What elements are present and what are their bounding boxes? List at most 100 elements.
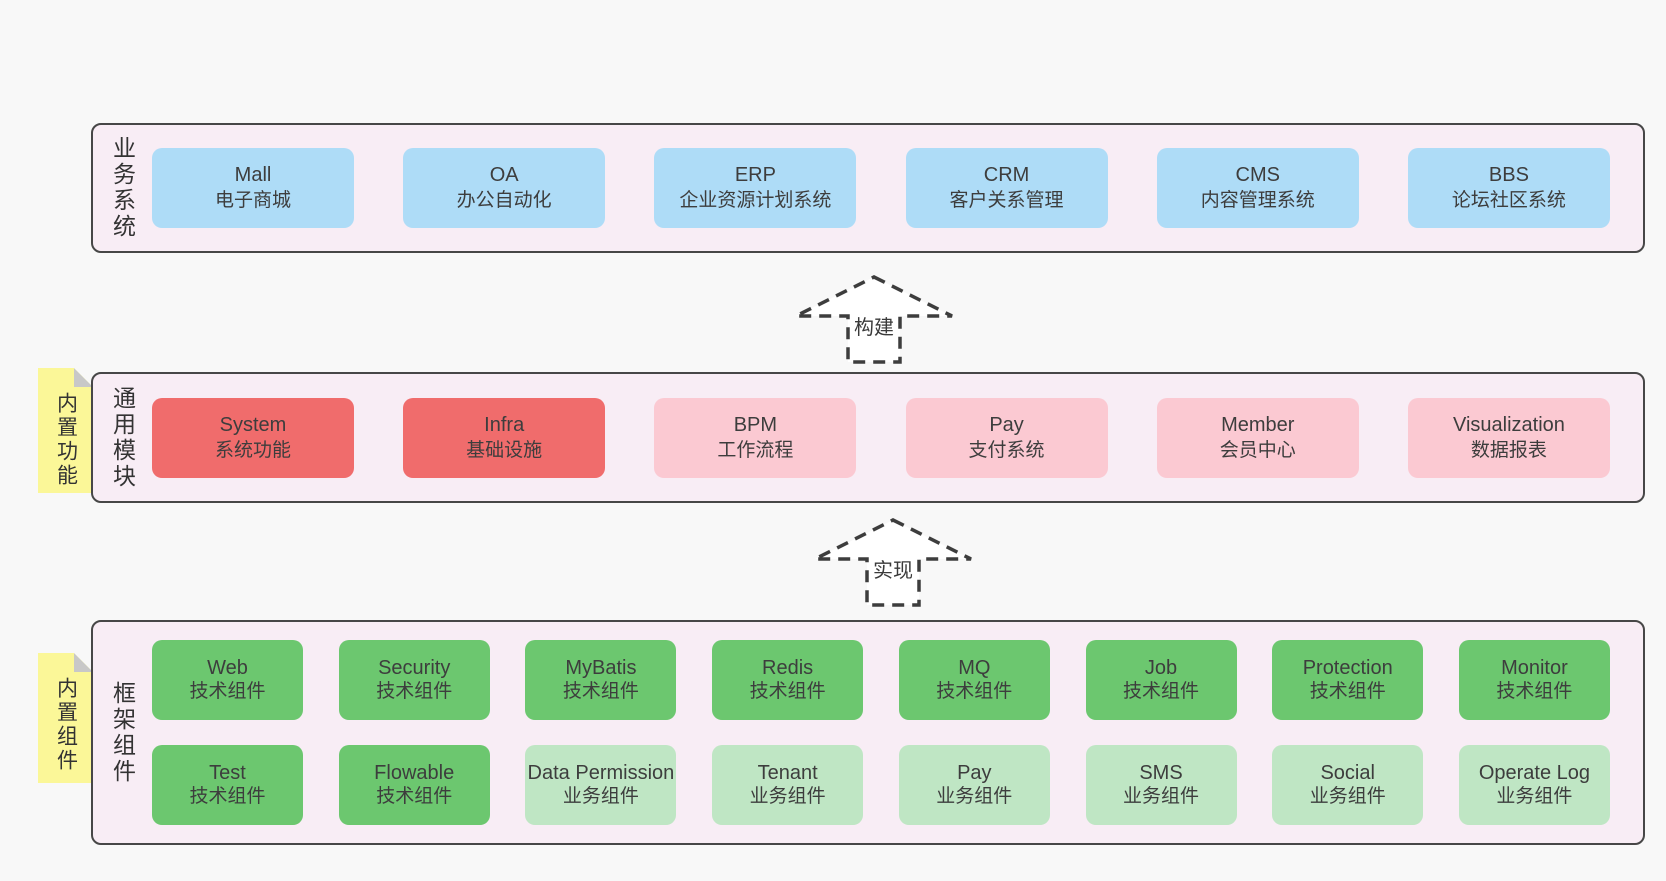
box-name: Operate Log <box>1478 762 1591 784</box>
box-name: MyBatis <box>565 657 637 679</box>
box-name: MQ <box>958 657 991 679</box>
box-desc: 业务组件 <box>562 786 639 807</box>
box-name: Pay <box>989 413 1024 436</box>
box-desc: 业务组件 <box>1309 786 1386 807</box>
box-desc: 会员中心 <box>1219 439 1296 461</box>
box-name: Mall <box>234 164 272 186</box>
box-web: Web 技术组件 <box>152 640 303 720</box>
box-mq: MQ 技术组件 <box>898 640 1050 720</box>
layer-content: Mall 电子商城 OA 办公自动化 ERP 企业资源计划系统 CRM 客户关系… <box>152 125 1643 251</box>
box-desc: 技术组件 <box>376 786 453 807</box>
box-job: Job 技术组件 <box>1085 640 1237 720</box>
box-desc: 业务组件 <box>1496 786 1573 807</box>
box-desc: 基础设施 <box>466 439 543 461</box>
arrow-label: 构建 <box>851 310 897 341</box>
box-erp: ERP 企业资源计划系统 <box>654 148 857 228</box>
arrow-implement: 实现 <box>811 517 975 609</box>
box-desc: 工作流程 <box>717 439 794 461</box>
layer-label-column: 业务系统 <box>93 125 152 251</box>
box-social: Social 业务组件 <box>1272 745 1424 825</box>
layer-framework-components: 框架组件 Web 技术组件 Security 技术组件 MyBatis 技术组件… <box>91 620 1645 845</box>
box-pay-component: Pay 业务组件 <box>898 745 1050 825</box>
box-name: Job <box>1144 657 1178 679</box>
box-pay-system: Pay 支付系统 <box>905 397 1108 478</box>
layer-business-systems: 业务系统 Mall 电子商城 OA 办公自动化 ERP 企业资源计划系统 CRM… <box>91 123 1645 253</box>
layer-label: 通用模块 <box>109 385 136 490</box>
box-desc: 业务组件 <box>749 786 826 807</box>
box-name: Tenant <box>757 762 818 784</box>
box-operate-log: Operate Log 业务组件 <box>1458 745 1610 825</box>
box-desc: 支付系统 <box>968 439 1045 461</box>
box-cms: CMS 内容管理系统 <box>1156 148 1359 228</box>
box-desc: 业务组件 <box>1123 786 1200 807</box>
box-name: Monitor <box>1501 657 1568 679</box>
component-row-1: Web 技术组件 Security 技术组件 MyBatis 技术组件 Redi… <box>152 640 1610 720</box>
box-mall: Mall 电子商城 <box>152 148 354 228</box>
box-sms: SMS 业务组件 <box>1085 745 1237 825</box>
box-desc: 技术组件 <box>936 681 1013 702</box>
box-desc: 技术组件 <box>189 786 266 807</box>
arrow-label: 实现 <box>870 553 916 584</box>
box-name: Web <box>207 657 248 679</box>
box-desc: 电子商城 <box>214 190 291 211</box>
box-desc: 企业资源计划系统 <box>679 190 832 211</box>
box-name: CRM <box>983 164 1030 186</box>
box-desc: 技术组件 <box>562 681 639 702</box>
arrow-build: 构建 <box>792 274 956 366</box>
box-name: OA <box>489 164 519 186</box>
box-name: Flowable <box>374 762 455 784</box>
box-data-permission: Data Permission 业务组件 <box>525 745 677 825</box>
layer-label-column: 通用模块 <box>93 374 152 501</box>
box-desc: 技术组件 <box>1309 681 1386 702</box>
box-system: System 系统功能 <box>152 397 354 478</box>
box-desc: 办公自动化 <box>456 190 552 211</box>
sticky-note-label: 内置组件 <box>54 677 78 773</box>
box-name: Visualization <box>1452 413 1565 436</box>
box-name: Security <box>378 657 451 679</box>
box-name: Member <box>1221 413 1295 436</box>
box-desc: 客户关系管理 <box>949 190 1064 211</box>
box-monitor: Monitor 技术组件 <box>1458 640 1610 720</box>
box-visualization: Visualization 数据报表 <box>1407 397 1610 478</box>
box-name: BBS <box>1488 164 1529 186</box>
sticky-note-built-in-features: 内置功能 <box>38 368 93 493</box>
box-desc: 技术组件 <box>749 681 826 702</box>
layer-label: 框架组件 <box>109 680 136 785</box>
box-infra: Infra 基础设施 <box>403 397 606 478</box>
box-bbs: BBS 论坛社区系统 <box>1407 148 1610 228</box>
box-desc: 技术组件 <box>189 681 266 702</box>
box-desc: 技术组件 <box>1496 681 1573 702</box>
box-desc: 数据报表 <box>1470 439 1547 461</box>
box-name: Infra <box>484 413 525 436</box>
box-oa: OA 办公自动化 <box>403 148 606 228</box>
box-name: CMS <box>1235 164 1280 186</box>
box-name: BPM <box>733 413 778 436</box>
box-redis: Redis 技术组件 <box>712 640 864 720</box>
box-crm: CRM 客户关系管理 <box>905 148 1108 228</box>
box-name: SMS <box>1139 762 1183 784</box>
box-name: Redis <box>762 657 814 679</box>
box-security: Security 技术组件 <box>338 640 490 720</box>
box-name: Social <box>1320 762 1375 784</box>
box-name: Data Permission <box>527 762 675 784</box>
box-desc: 技术组件 <box>376 681 453 702</box>
box-name: Pay <box>957 762 992 784</box>
box-flowable: Flowable 技术组件 <box>338 745 490 825</box>
layer-label: 业务系统 <box>109 136 136 240</box>
box-tenant: Tenant 业务组件 <box>712 745 864 825</box>
box-protection: Protection 技术组件 <box>1272 640 1424 720</box>
layer-content: Web 技术组件 Security 技术组件 MyBatis 技术组件 Redi… <box>152 622 1643 843</box>
box-mybatis: MyBatis 技术组件 <box>525 640 677 720</box>
box-desc: 论坛社区系统 <box>1451 190 1566 211</box>
sticky-note-built-in-components: 内置组件 <box>38 653 93 783</box>
box-name: System <box>219 413 287 436</box>
layer-content: System 系统功能 Infra 基础设施 BPM 工作流程 Pay 支付系统… <box>152 374 1643 501</box>
box-name: Protection <box>1302 657 1393 679</box>
box-bpm: BPM 工作流程 <box>654 397 857 478</box>
box-name: Test <box>209 762 246 784</box>
box-desc: 内容管理系统 <box>1200 190 1315 211</box>
sticky-note-label: 内置功能 <box>54 392 78 488</box>
box-member: Member 会员中心 <box>1156 397 1359 478</box>
box-desc: 技术组件 <box>1123 681 1200 702</box>
